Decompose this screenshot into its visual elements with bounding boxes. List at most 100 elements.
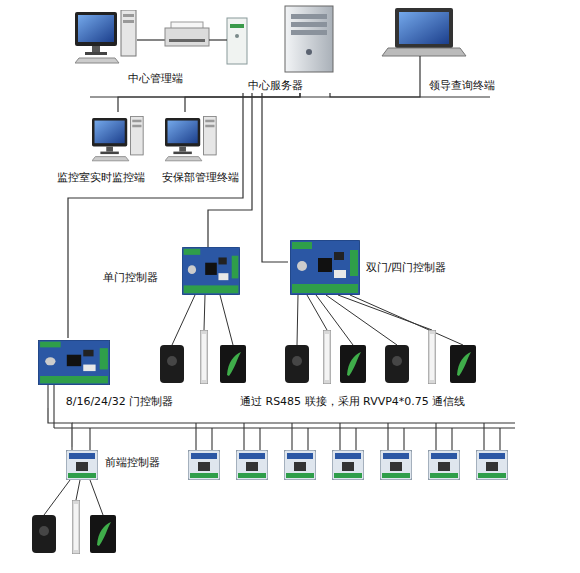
bus-drop: [307, 428, 308, 450]
card-reader: [32, 515, 56, 553]
exit-button: [220, 345, 246, 383]
network-cable: [185, 93, 300, 112]
laptop-screen: [399, 12, 449, 44]
device-wire: [207, 243, 208, 247]
front-board: [284, 450, 316, 480]
pc-icon: [92, 116, 143, 160]
front-board: [380, 450, 412, 480]
network-cable: [208, 93, 252, 243]
rs485-bus: [48, 385, 515, 450]
network-cable: [209, 39, 227, 40]
bus-drop: [195, 423, 196, 450]
bus-drop: [387, 423, 388, 450]
network-cable: [68, 93, 243, 338]
bus-drop: [355, 428, 356, 450]
bus-drop: [291, 423, 292, 450]
bus-drop: [89, 428, 90, 450]
bus-drop: [71, 447, 72, 450]
pc-icon: [165, 116, 216, 160]
printer-slot: [169, 39, 205, 42]
bus-drop: [211, 428, 212, 450]
device-node: 前端控制器: [62, 447, 165, 483]
device-label: 单门控制器: [98, 271, 162, 284]
front-board: [66, 450, 98, 480]
ups-body: [227, 18, 247, 64]
front-board: [476, 450, 508, 480]
leader-line: [44, 480, 70, 515]
laptop-lid: [395, 8, 453, 48]
pc-icon: [75, 10, 136, 63]
server-bay: [291, 30, 327, 35]
laptop-base: [382, 48, 466, 56]
card-reader: [285, 345, 309, 383]
bus-wire: [53, 385, 54, 428]
leader-line: [350, 295, 463, 345]
exit-button: [450, 345, 476, 383]
device-node: 中心管理端: [70, 8, 209, 88]
network-cable: [118, 93, 300, 112]
server-tower: [285, 6, 333, 72]
device-label: 中心管理端: [118, 72, 193, 85]
controller-board: [290, 240, 360, 295]
device-label: 双门/四门控制器: [362, 261, 450, 274]
bus-drop: [243, 423, 244, 450]
laptop-wire: [419, 56, 420, 93]
card-reader: [160, 345, 184, 383]
controller-board: [182, 247, 240, 295]
device-label: 中心服务器: [240, 79, 310, 92]
bus-drop: [451, 428, 452, 450]
door-lock: [72, 500, 80, 554]
device-label: 8/16/24/32 门控制器: [52, 395, 187, 408]
door-lock: [428, 330, 436, 384]
network-cable: [330, 93, 420, 97]
bus-drop: [403, 428, 404, 450]
bus-wire: [54, 427, 515, 428]
printer-body: [165, 28, 209, 46]
leader-line: [220, 295, 233, 345]
leader-line: [326, 295, 397, 345]
device-wire: [137, 39, 165, 40]
door-lock: [323, 330, 331, 384]
leader-line: [76, 480, 80, 500]
network-bus: [90, 96, 490, 97]
device-node: 监控室实时监控端: [52, 112, 148, 186]
exit-button: [90, 515, 116, 553]
network-cable: [262, 93, 288, 262]
leader-line: [316, 295, 353, 345]
leader-line: [172, 295, 195, 345]
exit-button: [340, 345, 366, 383]
bus-drop: [435, 423, 436, 450]
controller-board: [38, 340, 110, 385]
device-node: 双门/四门控制器: [288, 238, 452, 298]
ups-strip: [230, 24, 244, 28]
device-label: 前端控制器: [101, 456, 163, 469]
server-bay: [291, 14, 327, 19]
ups-button: [235, 34, 239, 38]
leader-line: [297, 295, 298, 345]
bus-drop: [339, 423, 340, 450]
device-label: 安保部管理终端: [152, 171, 248, 184]
front-board: [428, 450, 460, 480]
server-power: [306, 49, 312, 55]
bus-drop: [499, 428, 500, 450]
device-node: 8/16/24/32 门控制器: [35, 338, 185, 408]
device-node: 中心服务器: [227, 5, 340, 93]
network-cable: [48, 408, 72, 447]
leader-line: [204, 295, 205, 330]
device-node: 领导查询终端: [380, 5, 500, 93]
device-node: 安保部管理终端: [150, 112, 250, 186]
bus-drop: [483, 423, 484, 450]
device-label: 监控室实时监控端: [53, 171, 148, 184]
note-label: 通过 RS485 联接，采用 RVVP4*0.75 通信线: [240, 395, 520, 408]
front-board: [236, 450, 268, 480]
leader-line: [90, 480, 103, 515]
device-label: 领导查询终端: [426, 79, 498, 92]
door-lock: [200, 330, 208, 384]
leader-line: [307, 295, 327, 330]
bus-drop: [259, 428, 260, 450]
bus-wire: [47, 385, 48, 408]
device-node: 单门控制器: [96, 243, 242, 297]
card-reader: [385, 345, 409, 383]
front-board: [332, 450, 364, 480]
